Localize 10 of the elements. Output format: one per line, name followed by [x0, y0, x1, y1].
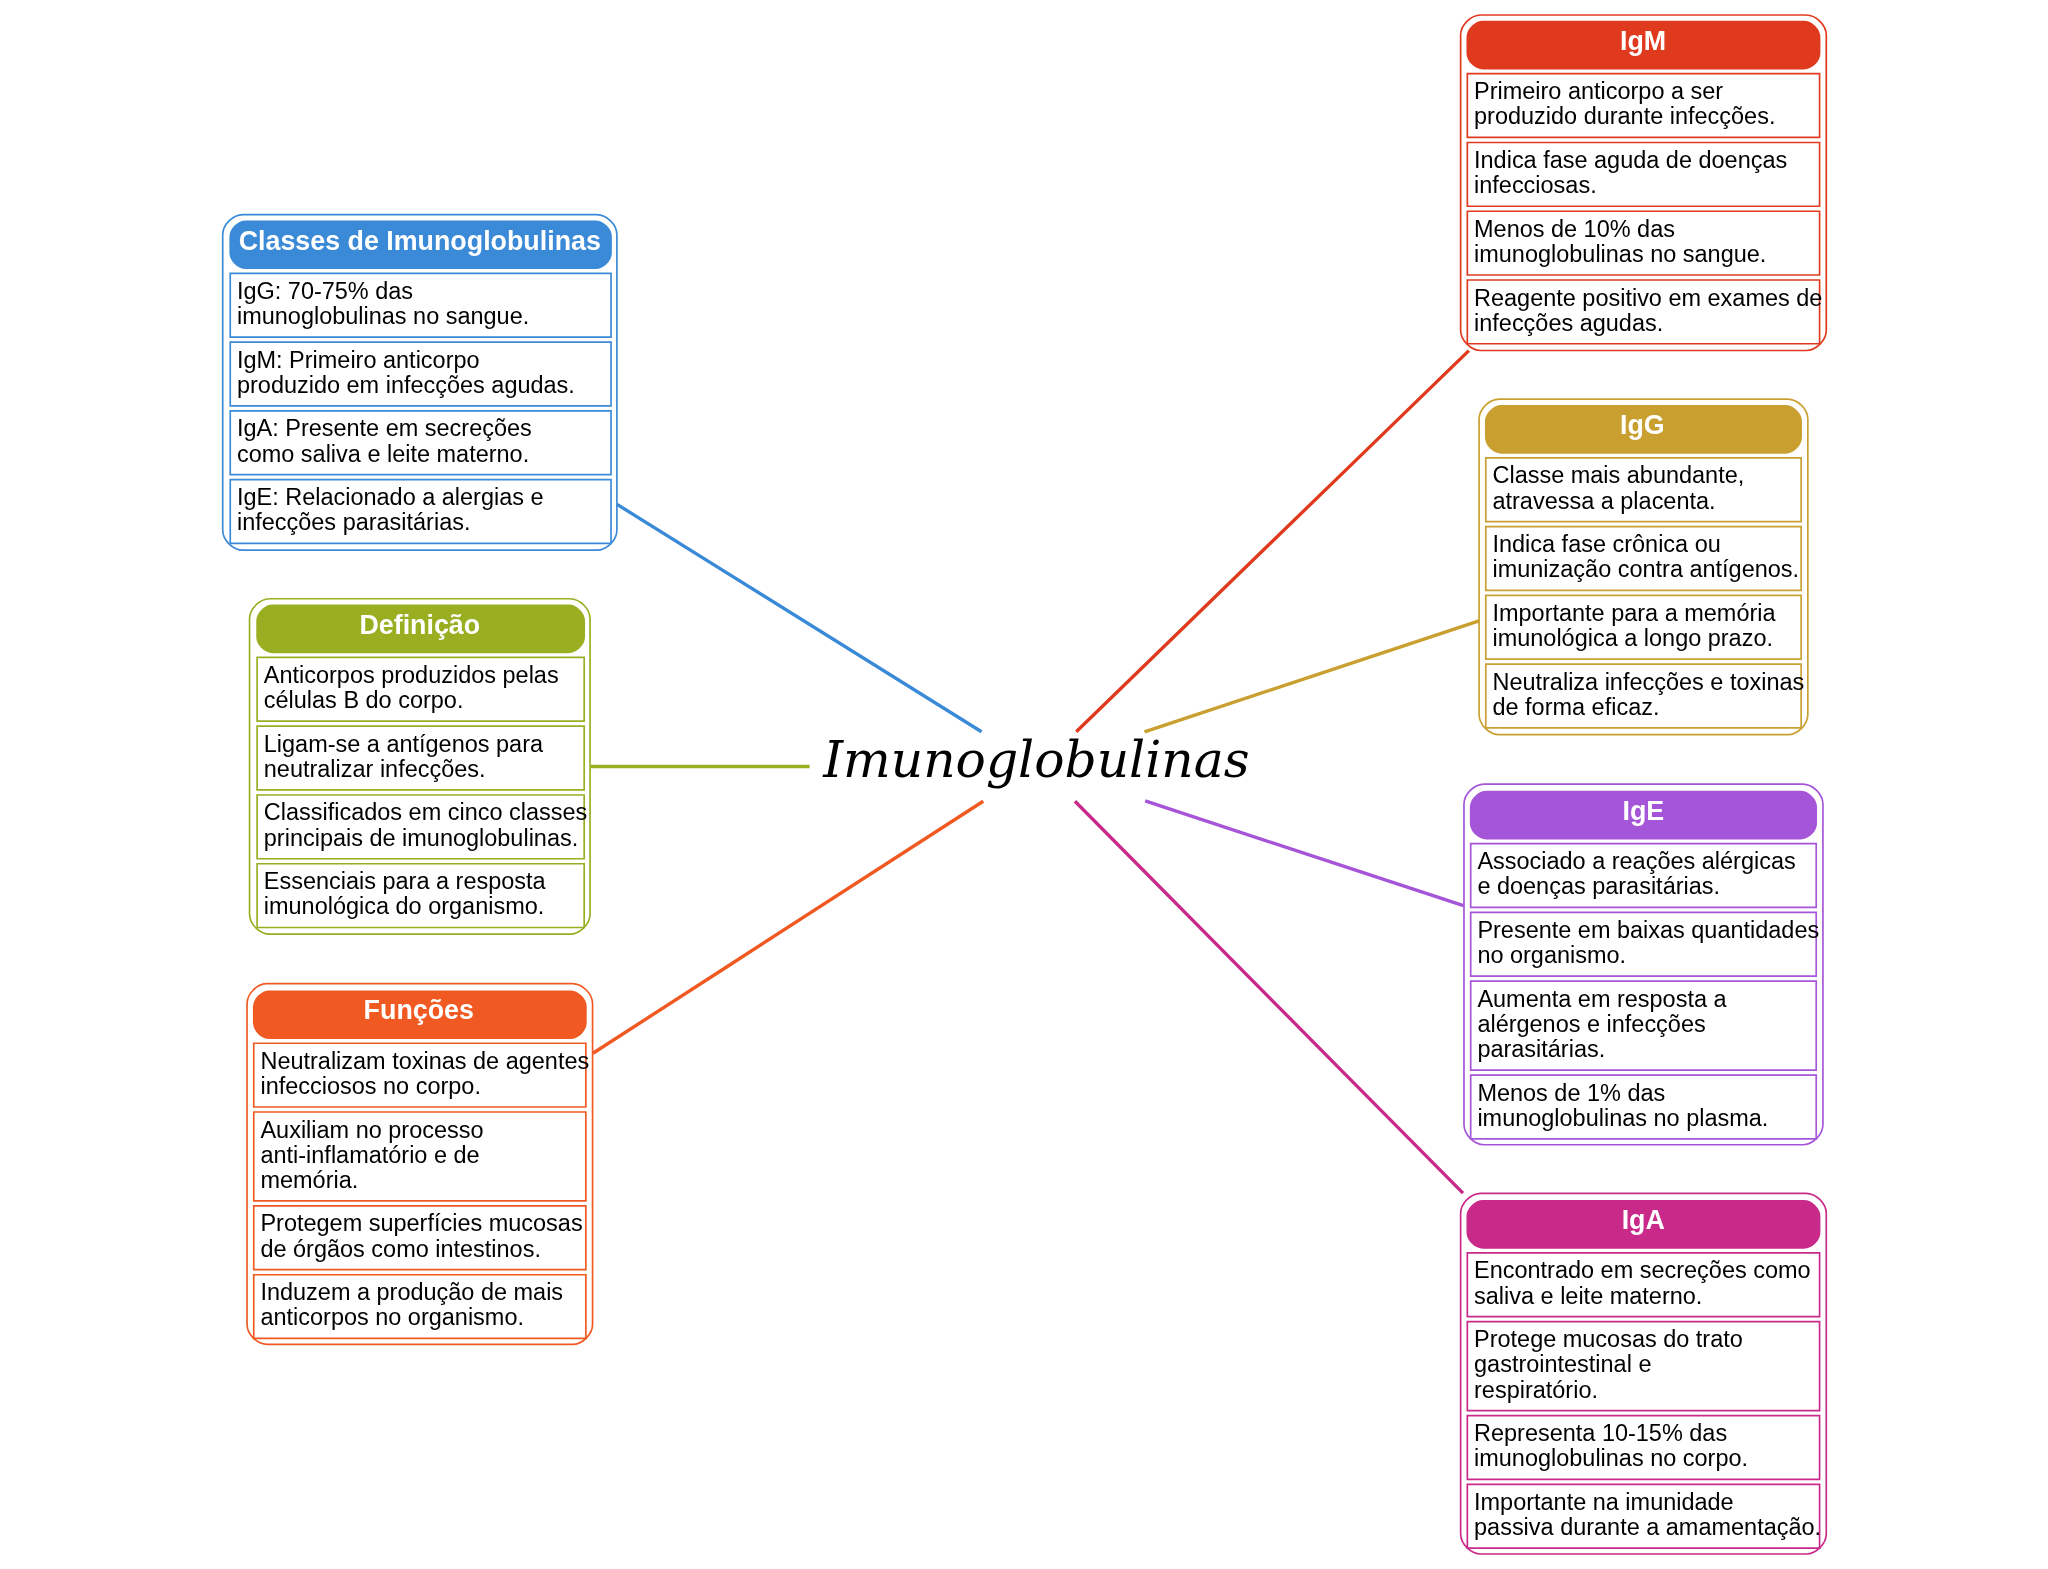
connector — [615, 503, 982, 734]
connector — [1073, 800, 1464, 1195]
node-box: IgA Encontrado em secreções como saliva e leite materno. Protege mucosas do trato gastrointestinal e respiratório. Representa 10-15% das imunoglobulinas no corpo. Importante na imunidade passiva durante a amamentação. — [1459, 1192, 1827, 1555]
node-box: Classes de Imunoglobulinas IgG: 70-75% das imunoglobulinas no sangue. IgM: Primeiro anticorpo produzido em infecções agudas. IgA: Presente em secreções como saliva e leite materno. IgE: Relacionado a alergias e infecções parasitárias. — [221, 213, 618, 551]
connector — [590, 764, 810, 769]
node-text: Imunoglobulinas — [822, 730, 1249, 790]
connector — [1144, 799, 1464, 908]
connector — [591, 799, 984, 1055]
connector — [1074, 349, 1470, 733]
connector — [1143, 619, 1480, 734]
